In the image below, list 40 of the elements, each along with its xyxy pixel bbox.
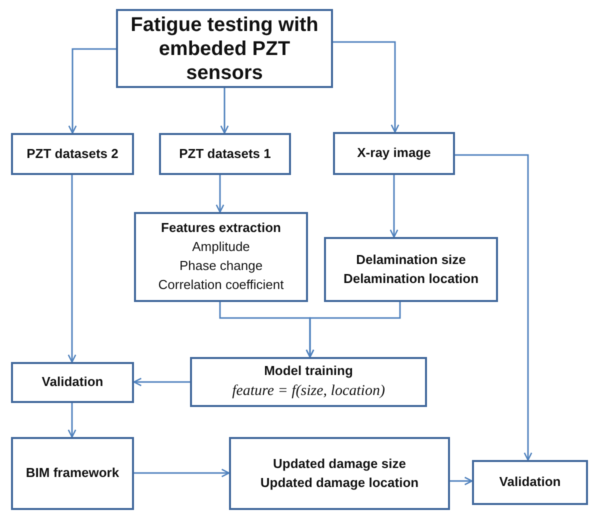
box-title: Model training [264, 362, 353, 380]
box-title: Updated damage size [273, 454, 406, 473]
box-title: Features extraction [161, 219, 281, 238]
arrow [133, 378, 190, 386]
arrow [68, 175, 76, 363]
box-title: PZT datasets 1 [179, 144, 271, 163]
arrow [220, 88, 229, 134]
box-title: Fatigue testing with embeded PZT sensors [130, 12, 320, 84]
box-text: Correlation coefficient [158, 276, 284, 294]
arrow [333, 41, 400, 133]
arrow [450, 476, 473, 486]
box-text: Amplitude [192, 238, 250, 256]
process-box [324, 237, 498, 302]
box-title: PZT datasets 2 [26, 144, 118, 163]
process-box [159, 133, 291, 175]
process-box [116, 9, 333, 88]
process-box [190, 357, 427, 407]
process-box [11, 437, 134, 510]
box-title: BIM framework [26, 464, 120, 482]
process-box [333, 132, 455, 175]
process-box [134, 212, 308, 302]
arrow [455, 154, 532, 461]
box-title: Validation [499, 473, 561, 492]
box-title: Delamination location [343, 270, 479, 288]
process-box [11, 133, 134, 175]
box-text: Phase change [179, 257, 263, 275]
arrow [306, 302, 401, 358]
process-box [11, 362, 134, 403]
box-title: Validation [42, 373, 104, 392]
arrow [134, 468, 230, 478]
process-box [229, 437, 450, 510]
box-title: Updated damage location [260, 474, 419, 492]
arrow [68, 403, 76, 438]
box-title: X-ray image [357, 144, 431, 162]
arrow [216, 175, 224, 213]
formula-text: feature = f(size, location) [232, 382, 385, 401]
arrow [390, 175, 398, 238]
box-title: Delamination size [356, 250, 466, 269]
process-box [472, 460, 588, 505]
arrow [68, 48, 116, 134]
